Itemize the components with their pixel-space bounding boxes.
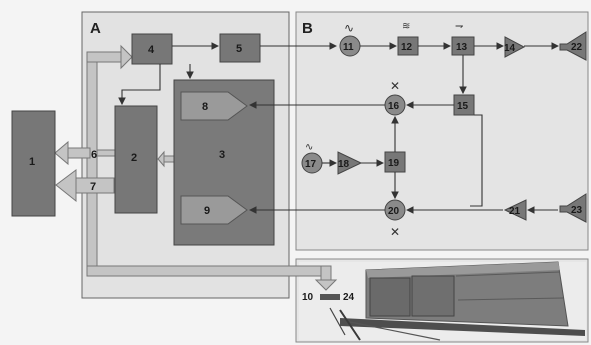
- switch-icon: ⇁: [455, 21, 463, 32]
- block-14-label: 14: [504, 43, 516, 54]
- block-5-label: 5: [236, 43, 242, 55]
- mixer-16-icon: ✕: [390, 79, 400, 93]
- block-13-label: 13: [456, 42, 468, 53]
- mixer-20-icon: ✕: [390, 225, 400, 239]
- block-6-label: 6: [91, 149, 97, 161]
- block-20-label: 20: [388, 206, 400, 217]
- block-12-label: 12: [401, 42, 413, 53]
- block-7-label: 7: [90, 181, 96, 193]
- block-23-label: 23: [571, 205, 583, 216]
- sine-source-icon: ∿: [344, 21, 354, 35]
- filter-icon: ≋: [402, 21, 410, 32]
- block-2-label: 2: [131, 152, 137, 164]
- block-16-label: 16: [388, 101, 400, 112]
- block-17-label: 17: [305, 159, 317, 170]
- block-24-label: 24: [343, 292, 355, 303]
- block-15-label: 15: [457, 101, 469, 112]
- sensor-10-24: [320, 294, 340, 300]
- block-8-label: 8: [202, 101, 208, 113]
- block-19-label: 19: [388, 158, 400, 169]
- block-22-label: 22: [571, 42, 583, 53]
- block-10-label: 10: [302, 292, 314, 303]
- block-4-label: 4: [148, 44, 155, 56]
- block-1-label: 1: [29, 156, 35, 168]
- block-21-label: 21: [509, 206, 521, 217]
- block-3-label: 3: [219, 149, 225, 161]
- block-11-label: 11: [343, 42, 354, 53]
- block-18-label: 18: [338, 159, 350, 170]
- panel-a-label: A: [90, 20, 101, 37]
- block-9-label: 9: [204, 205, 210, 217]
- oscillator-icon: ∿: [305, 142, 313, 153]
- link-3-to-2: [164, 156, 174, 162]
- panel-b-label: B: [302, 20, 313, 37]
